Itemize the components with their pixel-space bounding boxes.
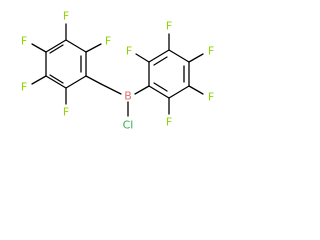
bond [45,39,67,53]
bond [148,85,170,99]
fluorine-atom: F [126,45,132,58]
fluorine-atom: F [166,116,172,129]
bond [85,75,102,85]
fluorine-atom: F [21,81,27,94]
double-bond-inner [153,82,168,92]
bond [65,39,87,53]
bond [31,75,47,85]
double-bond-inner [153,56,168,66]
fluorine-atom: F [21,35,27,48]
fluorine-atom: F [63,106,69,119]
boron-atom: B [124,90,132,103]
bond [168,49,190,63]
bond [168,85,190,99]
fluorine-atom: F [105,35,111,48]
double-bond-inner [49,44,64,54]
fluorine-atom: F [63,10,69,23]
bond [148,49,170,63]
bond [188,53,204,63]
bond [188,85,204,95]
bond [45,75,67,89]
boron-bonds [100,83,150,117]
chlorobis-pentafluorophenyl-borane-structure: F F F F F F F F F F B Cl [21,10,214,132]
chlorine-atom: Cl [123,119,134,132]
bond [135,53,150,63]
fluorine-atom: F [166,20,172,33]
right-ring-bonds [135,33,204,115]
bond [65,75,87,89]
bond [85,43,102,53]
double-bond-inner [49,74,64,84]
bond [100,83,122,95]
right-ring-fluorines: F F F F F [126,20,214,129]
bond [31,43,47,53]
fluorine-atom: F [208,45,214,58]
bond [134,85,150,95]
fluorine-atom: F [208,91,214,104]
left-ring-bonds [31,23,102,105]
left-ring-fluorines: F F F F F [21,10,111,119]
